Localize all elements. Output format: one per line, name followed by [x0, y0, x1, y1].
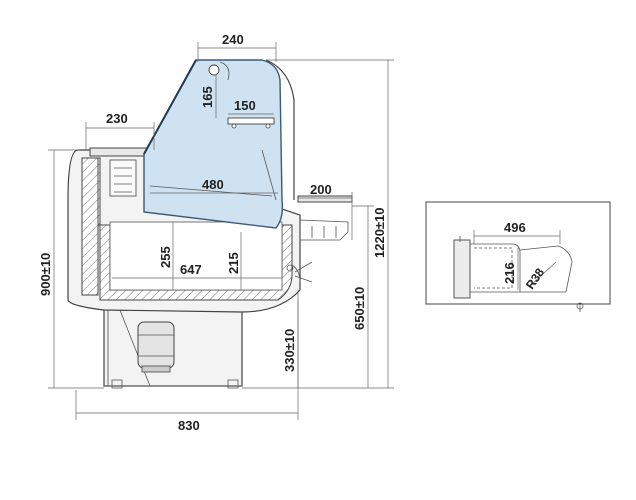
glass-canopy [143, 59, 295, 229]
dim-647: 647 [180, 262, 202, 277]
dim-900: 900±10 [38, 253, 53, 296]
section-view: 496 216 R38 [425, 201, 611, 312]
dim-830: 830 [178, 418, 200, 433]
dim-150: 150 [234, 98, 256, 113]
dim-230: 230 [106, 111, 128, 126]
counter-shelf [297, 195, 353, 241]
dim-650: 650±10 [352, 287, 367, 330]
dimension-lines [48, 42, 394, 420]
section-dimension-lines [473, 230, 561, 290]
dim-165: 165 [200, 86, 215, 108]
dim-330: 330±10 [282, 329, 297, 372]
tray-section [453, 236, 584, 312]
dim-200: 200 [310, 182, 332, 197]
dimension-labels: 240 230 165 150 480 200 255 647 215 830 … [38, 32, 387, 433]
compressor-icon [137, 321, 175, 373]
upper-shelf [208, 61, 275, 129]
dim-240: 240 [222, 32, 244, 47]
side-view: 240 230 165 150 480 200 255 647 215 830 … [38, 32, 394, 433]
dim-216: 216 [502, 262, 517, 284]
dim-1220: 1220±10 [372, 207, 387, 258]
top-shelf [89, 147, 155, 197]
dim-496: 496 [504, 220, 526, 235]
dim-480: 480 [202, 177, 224, 192]
dim-255: 255 [158, 246, 173, 268]
dim-215: 215 [226, 252, 241, 274]
